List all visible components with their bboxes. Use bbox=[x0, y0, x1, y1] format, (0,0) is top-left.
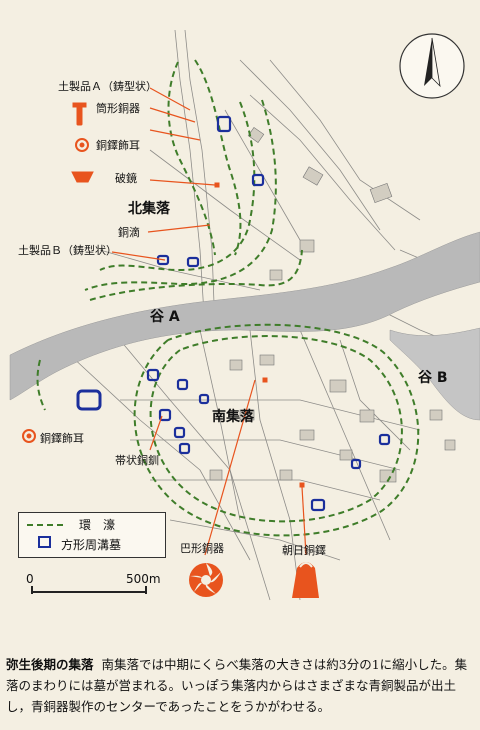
label-band-bracelet: 帯状銅釧 bbox=[115, 454, 159, 467]
label-asahi-dotaku: 朝日銅鐸 bbox=[282, 544, 326, 557]
label-tomoe-bronze: 巴形銅器 bbox=[180, 542, 224, 555]
leader-lines bbox=[111, 87, 307, 556]
broken-mirror-icon bbox=[71, 171, 94, 183]
map-legend: 環 濠 方形周溝墓 bbox=[18, 512, 166, 558]
label-dotaku-ear-north: 銅鐸飾耳 bbox=[96, 139, 140, 152]
label-dotaku-ear-south: 銅鐸飾耳 bbox=[40, 432, 84, 445]
caption-text: 南集落では中期にくらべ集落の大きさは約3分の1に縮小した。集落のまわりには墓が営… bbox=[6, 657, 468, 714]
label-north-settlement: 北集落 bbox=[128, 201, 170, 217]
label-broken-mirror: 破鏡 bbox=[115, 172, 137, 185]
north-arrow bbox=[399, 33, 465, 99]
tomb-north-1 bbox=[216, 115, 232, 133]
scale-bar bbox=[31, 586, 147, 594]
tomb-north-3 bbox=[156, 254, 170, 266]
scale-distance: 500m bbox=[126, 572, 161, 586]
map-caption: 弥生後期の集落南集落では中期にくらべ集落の大きさは約3分の1に縮小した。集落のま… bbox=[6, 654, 476, 717]
legend-moat: 環 濠 bbox=[79, 518, 116, 532]
legend-tomb: 方形周溝墓 bbox=[61, 538, 122, 552]
legend-symbols bbox=[27, 524, 63, 548]
artifact-markers bbox=[22, 102, 305, 488]
asahi-dotaku-icon bbox=[292, 562, 319, 598]
tomb-south-large bbox=[76, 389, 102, 411]
label-bronze-drop: 銅滴 bbox=[118, 226, 140, 239]
label-tube-bronze: 筒形銅器 bbox=[96, 102, 140, 115]
tomb-north-4 bbox=[186, 256, 200, 268]
label-valley-a: 谷 A bbox=[150, 309, 180, 325]
label-clay-a: 土製品Ａ（鋳型状） bbox=[58, 80, 157, 93]
square-tombs bbox=[76, 115, 391, 512]
caption-title: 弥生後期の集落 bbox=[6, 657, 94, 672]
scale-zero: 0 bbox=[26, 572, 34, 586]
tomoe-bronze-icon bbox=[189, 563, 223, 597]
moat-lines bbox=[36, 59, 420, 537]
dotaku-ear-south-icon bbox=[22, 429, 36, 443]
dotaku-ear-icon bbox=[75, 138, 89, 152]
tube-bronze-cap bbox=[72, 102, 87, 108]
label-clay-b: 土製品Ｂ（鋳型状） bbox=[18, 244, 117, 257]
building-blocks bbox=[209, 127, 456, 483]
label-south-settlement: 南集落 bbox=[212, 409, 254, 425]
valley-a-river bbox=[9, 231, 480, 401]
tomb-north-2 bbox=[251, 173, 265, 187]
label-valley-b: 谷 B bbox=[418, 370, 448, 386]
valley-b-river bbox=[389, 327, 480, 421]
